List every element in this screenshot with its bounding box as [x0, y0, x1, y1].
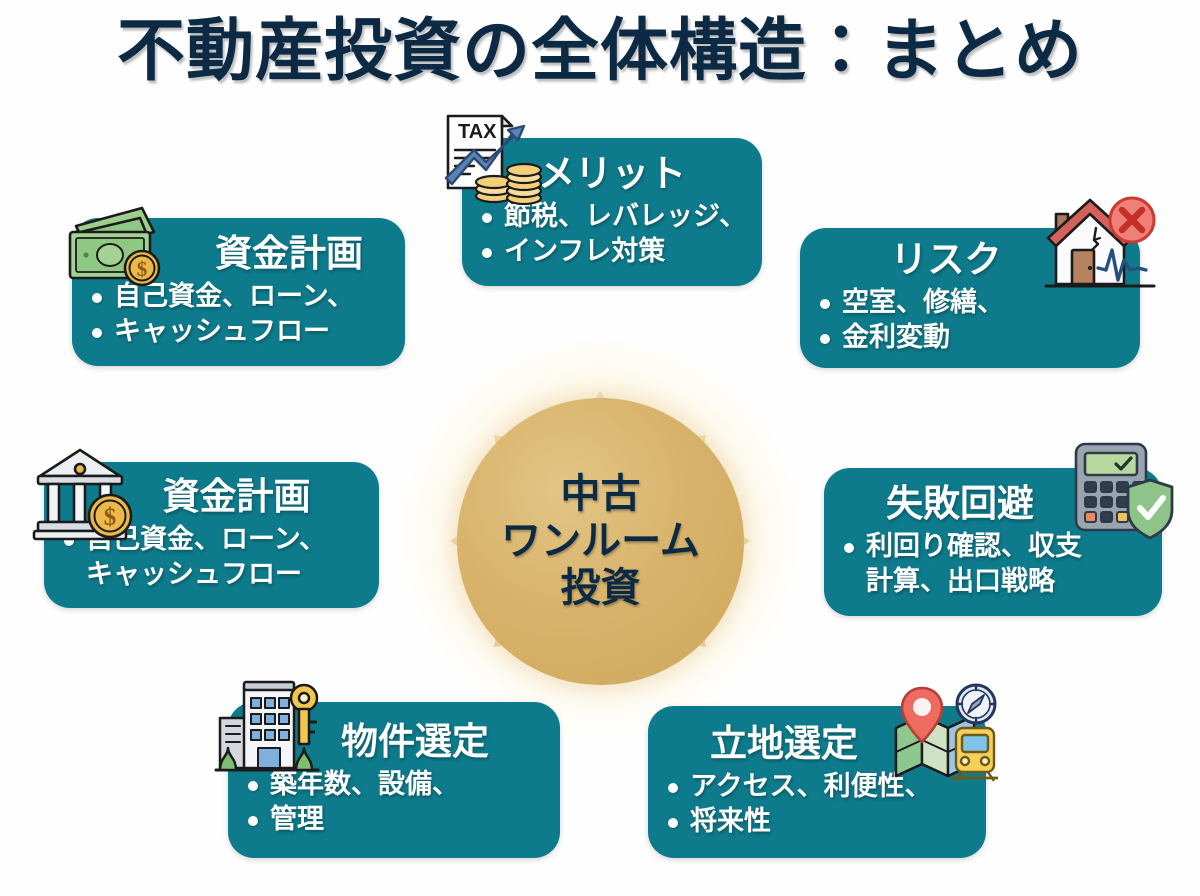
page-title: 不動産投資の全体構造：まとめ: [116, 13, 1083, 89]
hub-line-2: ワンルーム: [501, 518, 700, 563]
list-item: 空室、修繕、: [816, 285, 1124, 320]
card-merit-title: メリット: [538, 153, 686, 195]
card-location-title: 立地選定: [710, 723, 858, 765]
list-item: 計算、出口戦略: [866, 565, 1055, 596]
card-location-bullets: アクセス、利便性、 将来性: [664, 769, 970, 839]
list-item: 自己資金、ローン、: [88, 279, 389, 314]
card-property-bullets: 築年数、設備、 管理: [244, 767, 544, 837]
list-item: アクセス、利便性、: [664, 769, 970, 804]
card-funding-top-title: 資金計画: [215, 233, 363, 275]
card-risk-title: リスク: [890, 239, 1002, 281]
bank-coin-icon: $: [32, 442, 144, 546]
card-avoid-bullets: 利回り確認、収支 計算、出口戦略: [840, 529, 1146, 599]
card-funding-top-bullets: 自己資金、ローン、 キャッシュフロー: [88, 279, 389, 349]
card-avoid-title: 失敗回避: [886, 483, 1034, 525]
svg-text:$: $: [137, 257, 148, 281]
list-item: 管理: [244, 802, 544, 837]
card-merit-bullets: 節税、レバレッジ、 インフレ対策: [478, 199, 746, 269]
calculator-shield-icon: [1068, 438, 1180, 550]
card-merit[interactable]: メリット 節税、レバレッジ、 インフレ対策: [462, 138, 762, 286]
card-risk-bullets: 空室、修繕、 金利変動: [816, 285, 1124, 355]
card-property-title: 物件選定: [341, 721, 489, 763]
card-funding-mid-title: 資金計画: [162, 476, 311, 518]
hub-line-1: 中古: [560, 471, 641, 516]
tax-growth-coins-icon: TAX: [440, 112, 548, 212]
card-location[interactable]: 立地選定 アクセス、利便性、 将来性: [648, 706, 986, 858]
list-item: キャッシュフロー: [88, 314, 389, 349]
card-property[interactable]: 物件選定 築年数、設備、 管理: [228, 702, 560, 858]
hub-line-3: 投資: [560, 566, 641, 611]
list-item: 節税、レバレッジ、: [478, 199, 746, 234]
list-item: 将来性: [664, 804, 970, 839]
svg-text:$: $: [104, 504, 117, 531]
map-compass-train-icon: [890, 682, 1004, 784]
svg-text:TAX: TAX: [458, 121, 497, 143]
list-item: キャッシュフロー: [86, 558, 302, 589]
card-funding-top[interactable]: 資金計画 自己資金、ローン、 キャッシュフロー: [72, 218, 405, 366]
hub-text: 中古 ワンルーム 投資: [501, 471, 700, 613]
damaged-house-icon: [1042, 192, 1158, 300]
list-item: インフレ対策: [478, 234, 746, 269]
cash-coin-icon: $: [62, 192, 172, 292]
list-item: 築年数、設備、: [244, 767, 544, 802]
building-key-icon: [214, 674, 326, 782]
list-item: 金利変動: [816, 320, 1124, 355]
center-hub: 中古 ワンルーム 投資: [457, 398, 744, 685]
list-item: 利回り確認、収支: [840, 529, 1146, 564]
